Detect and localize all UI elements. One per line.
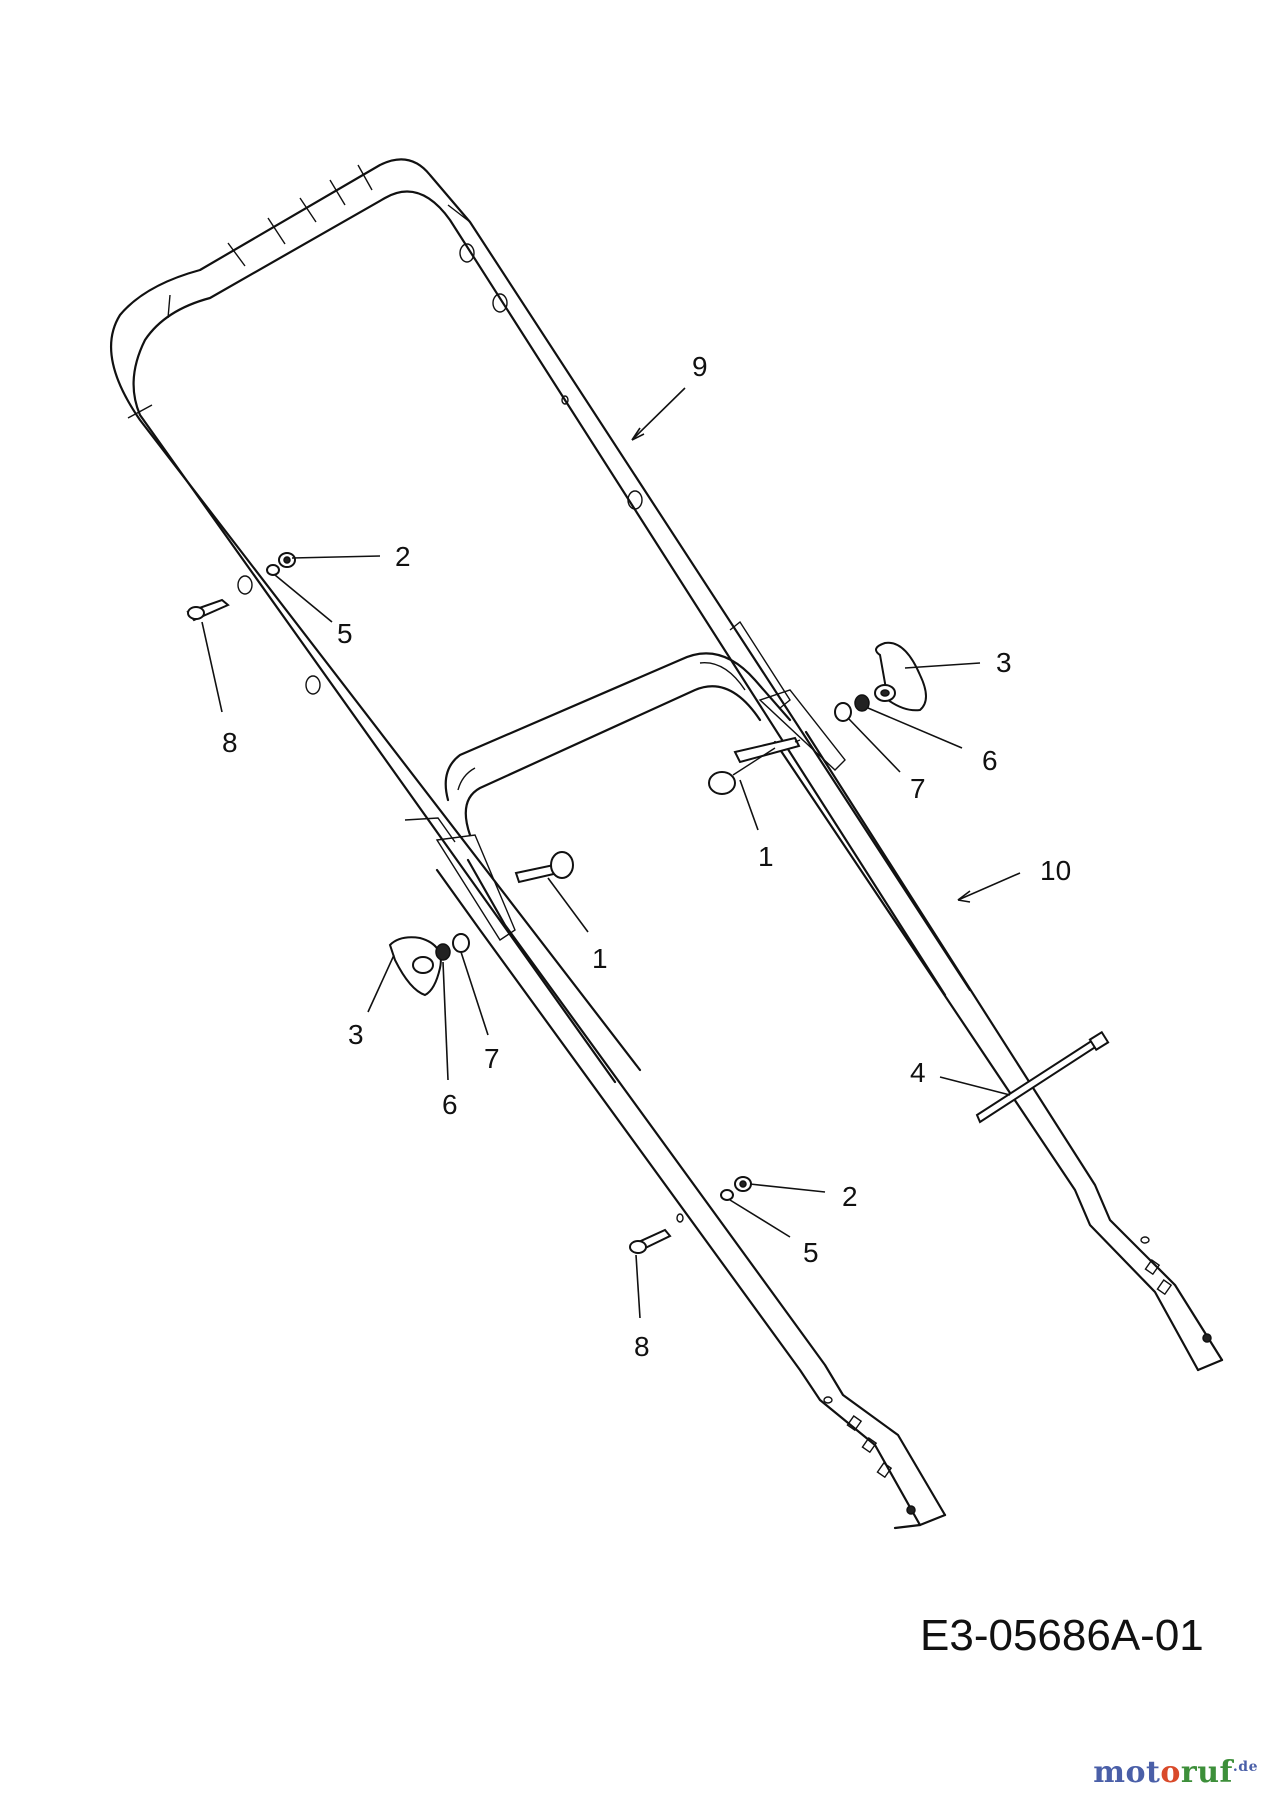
- label-1-left: 1: [592, 943, 608, 974]
- label-10: 10: [1040, 855, 1071, 886]
- watermark-part2: o: [1160, 1755, 1181, 1790]
- washer-lower: [720, 1189, 734, 1201]
- screw-lower: [629, 1228, 672, 1254]
- leader-lines: [201, 387, 1021, 1319]
- label-3-right: 3: [996, 647, 1012, 678]
- label-5-lower: 5: [803, 1237, 819, 1268]
- motoruf-watermark-logo: motoruf.de: [1093, 1755, 1258, 1790]
- watermark-part3: ruf: [1180, 1755, 1233, 1790]
- watermark-part1: mot: [1093, 1755, 1161, 1790]
- part-number-labels: 9 10 2 5 8 3 6 7 1 1 3 6 7 4 2 5 8: [222, 351, 1071, 1362]
- cable-tie: [975, 1030, 1110, 1124]
- nut-upper: [278, 552, 296, 568]
- knob-right: [874, 641, 927, 712]
- knob-left: [388, 936, 442, 997]
- label-7-right: 7: [910, 773, 926, 804]
- label-6-left: 6: [442, 1089, 458, 1120]
- label-6-right: 6: [982, 745, 998, 776]
- star-washer-left: [435, 943, 451, 961]
- label-9: 9: [692, 351, 708, 382]
- carriage-bolt-right: [708, 736, 801, 795]
- label-5-upper: 5: [337, 618, 353, 649]
- label-3-left: 3: [348, 1019, 364, 1050]
- label-2-upper: 2: [395, 541, 411, 572]
- carriage-bolt-left: [514, 851, 574, 884]
- label-8-upper: 8: [222, 727, 238, 758]
- watermark-suffix: .de: [1232, 1759, 1258, 1775]
- flat-washer-right: [834, 702, 852, 722]
- label-4: 4: [910, 1057, 926, 1088]
- label-7-left: 7: [484, 1043, 500, 1074]
- label-1-right: 1: [758, 841, 774, 872]
- drawing-number: E3-05686A-01: [920, 1611, 1204, 1660]
- label-8-lower: 8: [634, 1331, 650, 1362]
- label-2-lower: 2: [842, 1181, 858, 1212]
- star-washer-right: [854, 694, 870, 712]
- screw-upper: [186, 598, 230, 622]
- flat-washer-left: [452, 933, 470, 953]
- washer-upper: [266, 564, 280, 576]
- nut-lower: [734, 1176, 752, 1192]
- upper-handle: [109, 158, 972, 1084]
- lower-handle: [435, 652, 1224, 1530]
